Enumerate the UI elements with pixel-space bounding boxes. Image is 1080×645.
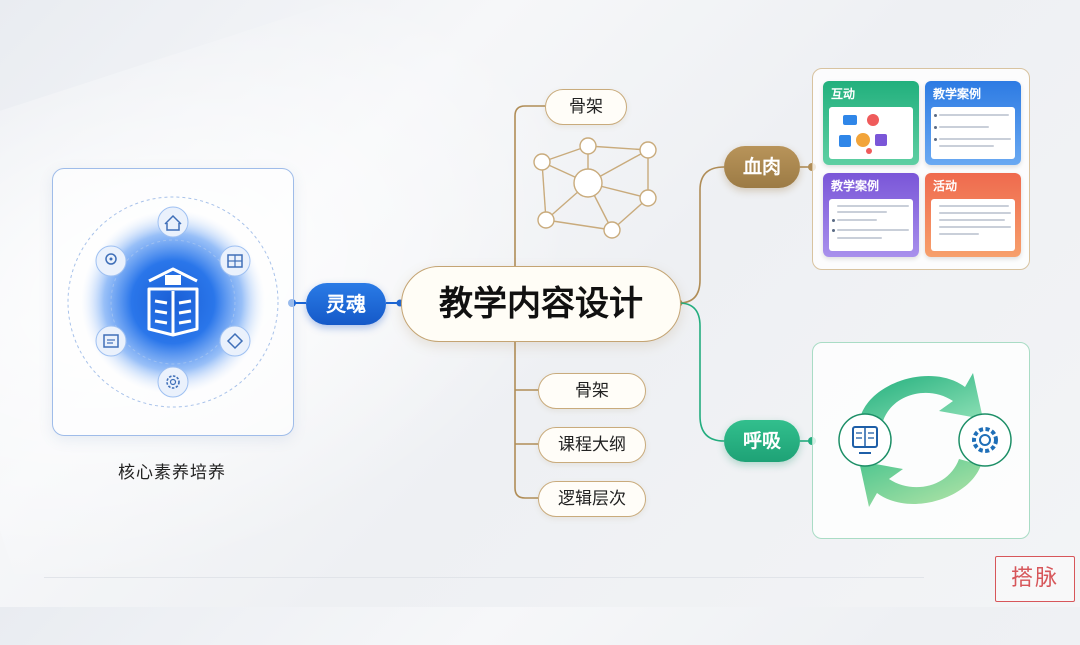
gear-icon: [157, 366, 189, 398]
main-topic-node[interactable]: 教学内容设计: [401, 266, 681, 342]
grid-icon: [219, 245, 251, 277]
cycle-panel: [812, 342, 1030, 539]
interaction-card: 互动: [823, 81, 919, 165]
content-cards-panel: 互动 教学案例 教学案例: [812, 68, 1030, 270]
activity-card: 活动: [925, 173, 1021, 257]
core-competency-card: [52, 168, 294, 436]
core-circle-graphic: [67, 196, 279, 408]
activity-card-title: 活动: [933, 179, 958, 193]
interaction-card-title: 互动: [831, 87, 856, 101]
core-competency-caption: 核心素养培养: [118, 463, 226, 483]
watermark-stamp: 搭脉: [995, 556, 1075, 602]
flesh-node[interactable]: 血肉: [724, 146, 800, 188]
case-card-1-title: 教学案例: [933, 87, 982, 101]
soul-node[interactable]: 灵魂: [306, 283, 386, 325]
case-card-1: 教学案例: [925, 81, 1021, 165]
monitor-document-icon: [838, 413, 892, 467]
skeleton-top-node[interactable]: 骨架: [545, 89, 627, 125]
breath-node[interactable]: 呼吸: [724, 420, 800, 462]
cycle-arrows-icon: [838, 373, 1012, 507]
home-icon: [157, 206, 189, 238]
open-book-school-icon: [147, 267, 199, 337]
document-icon: [95, 325, 127, 357]
connector-lines: [288, 105, 816, 499]
case-card-2: 教学案例: [823, 173, 919, 257]
case-card-2-title: 教学案例: [831, 179, 880, 193]
gear-icon: [958, 413, 1012, 467]
syllabus-node[interactable]: 课程大纲: [538, 427, 646, 463]
network-graph: [533, 137, 657, 239]
footer-divider: [44, 577, 924, 578]
diamond-icon: [219, 325, 251, 357]
location-icon: [95, 245, 127, 277]
skeleton-node[interactable]: 骨架: [538, 373, 646, 409]
interaction-icons: [839, 114, 887, 154]
logic-levels-node[interactable]: 逻辑层次: [538, 481, 646, 517]
